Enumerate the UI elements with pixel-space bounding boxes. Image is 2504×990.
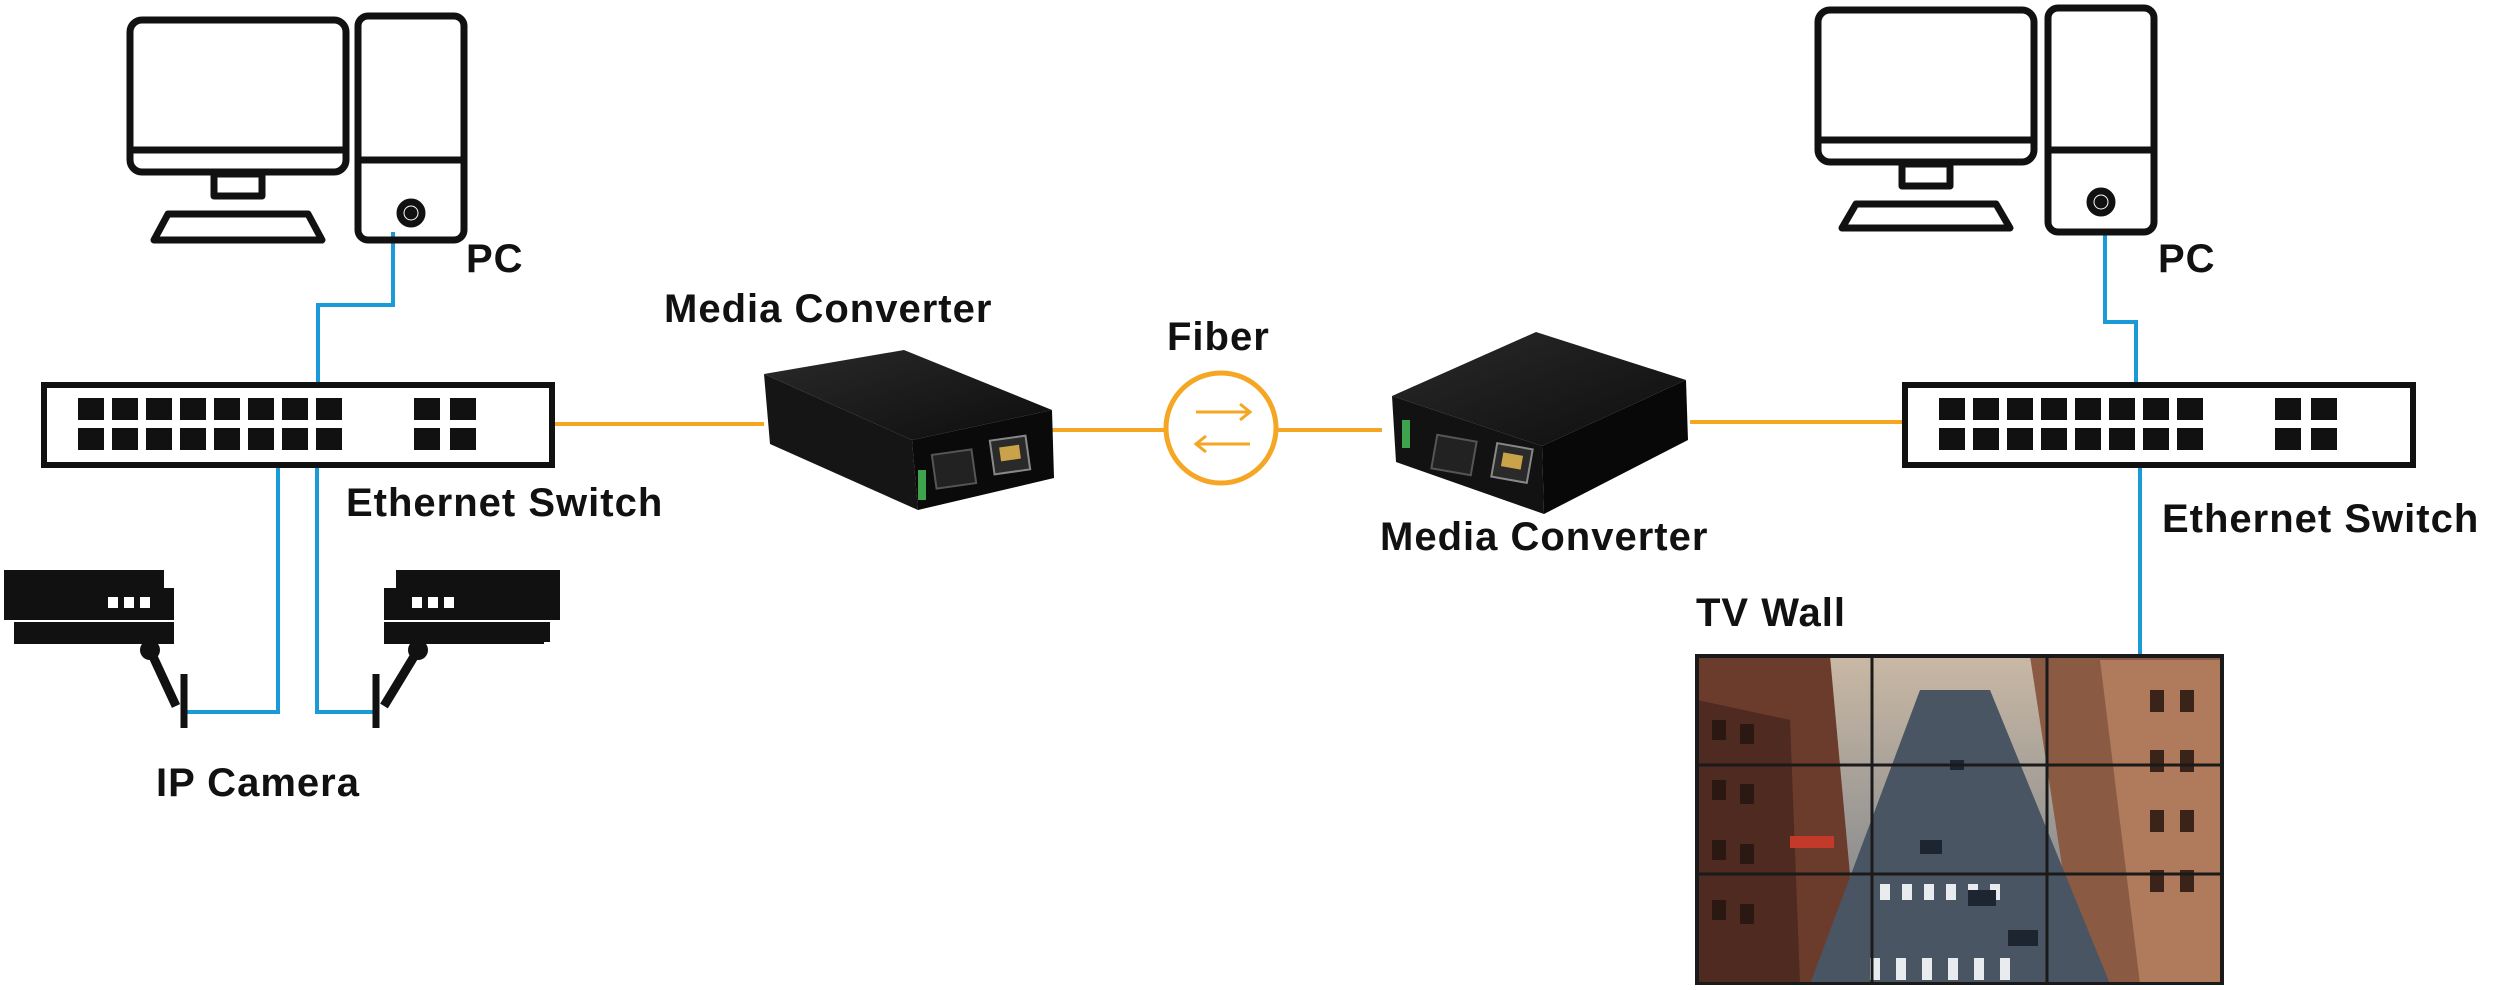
ip-camera-left [4, 570, 188, 728]
cable-right-pc-switch [2103, 232, 2138, 385]
switch-left-label: Ethernet Switch [346, 481, 663, 525]
tower-icon [354, 12, 468, 244]
cables [184, 232, 2142, 714]
switch-left: Ethernet Switch [41, 382, 663, 525]
cable-left-pc-switch [316, 232, 395, 385]
switch-icon [1902, 382, 2416, 468]
converter-left-label: Media Converter [664, 287, 992, 331]
switch-right-label: Ethernet Switch [2162, 497, 2479, 541]
tower-icon [2044, 4, 2158, 236]
ip-camera-label: IP Camera [156, 761, 360, 805]
fiber-exchange-icon [1163, 370, 1279, 486]
fiber-exchange: Fiber [1163, 315, 1279, 486]
media-converter-left: Media Converter [664, 287, 1054, 510]
monitor-icon [126, 16, 350, 244]
fiber-label: Fiber [1167, 315, 1270, 359]
camera-icon [372, 570, 560, 728]
pc-right-label: PC [2158, 237, 2216, 281]
converter-right-label: Media Converter [1380, 515, 1708, 559]
pc-right: PC [1814, 4, 2216, 281]
camera-icon [4, 570, 188, 728]
media-converter-icon [1392, 332, 1688, 514]
ip-camera-right [372, 570, 560, 728]
switch-right: Ethernet Switch [1902, 382, 2479, 541]
monitor-icon [1814, 6, 2038, 232]
tv-wall-image [1695, 654, 2224, 986]
cable-left-camera-2 [315, 465, 374, 714]
cable-left-camera-1 [184, 465, 280, 714]
media-converter-right: Media Converter [1380, 332, 1708, 559]
switch-icon [41, 382, 555, 468]
tv-wall: TV Wall [1695, 591, 2224, 986]
pc-left: PC [126, 12, 524, 281]
media-converter-icon [764, 350, 1054, 510]
pc-left-label: PC [466, 237, 524, 281]
tv-wall-label: TV Wall [1696, 591, 1846, 635]
